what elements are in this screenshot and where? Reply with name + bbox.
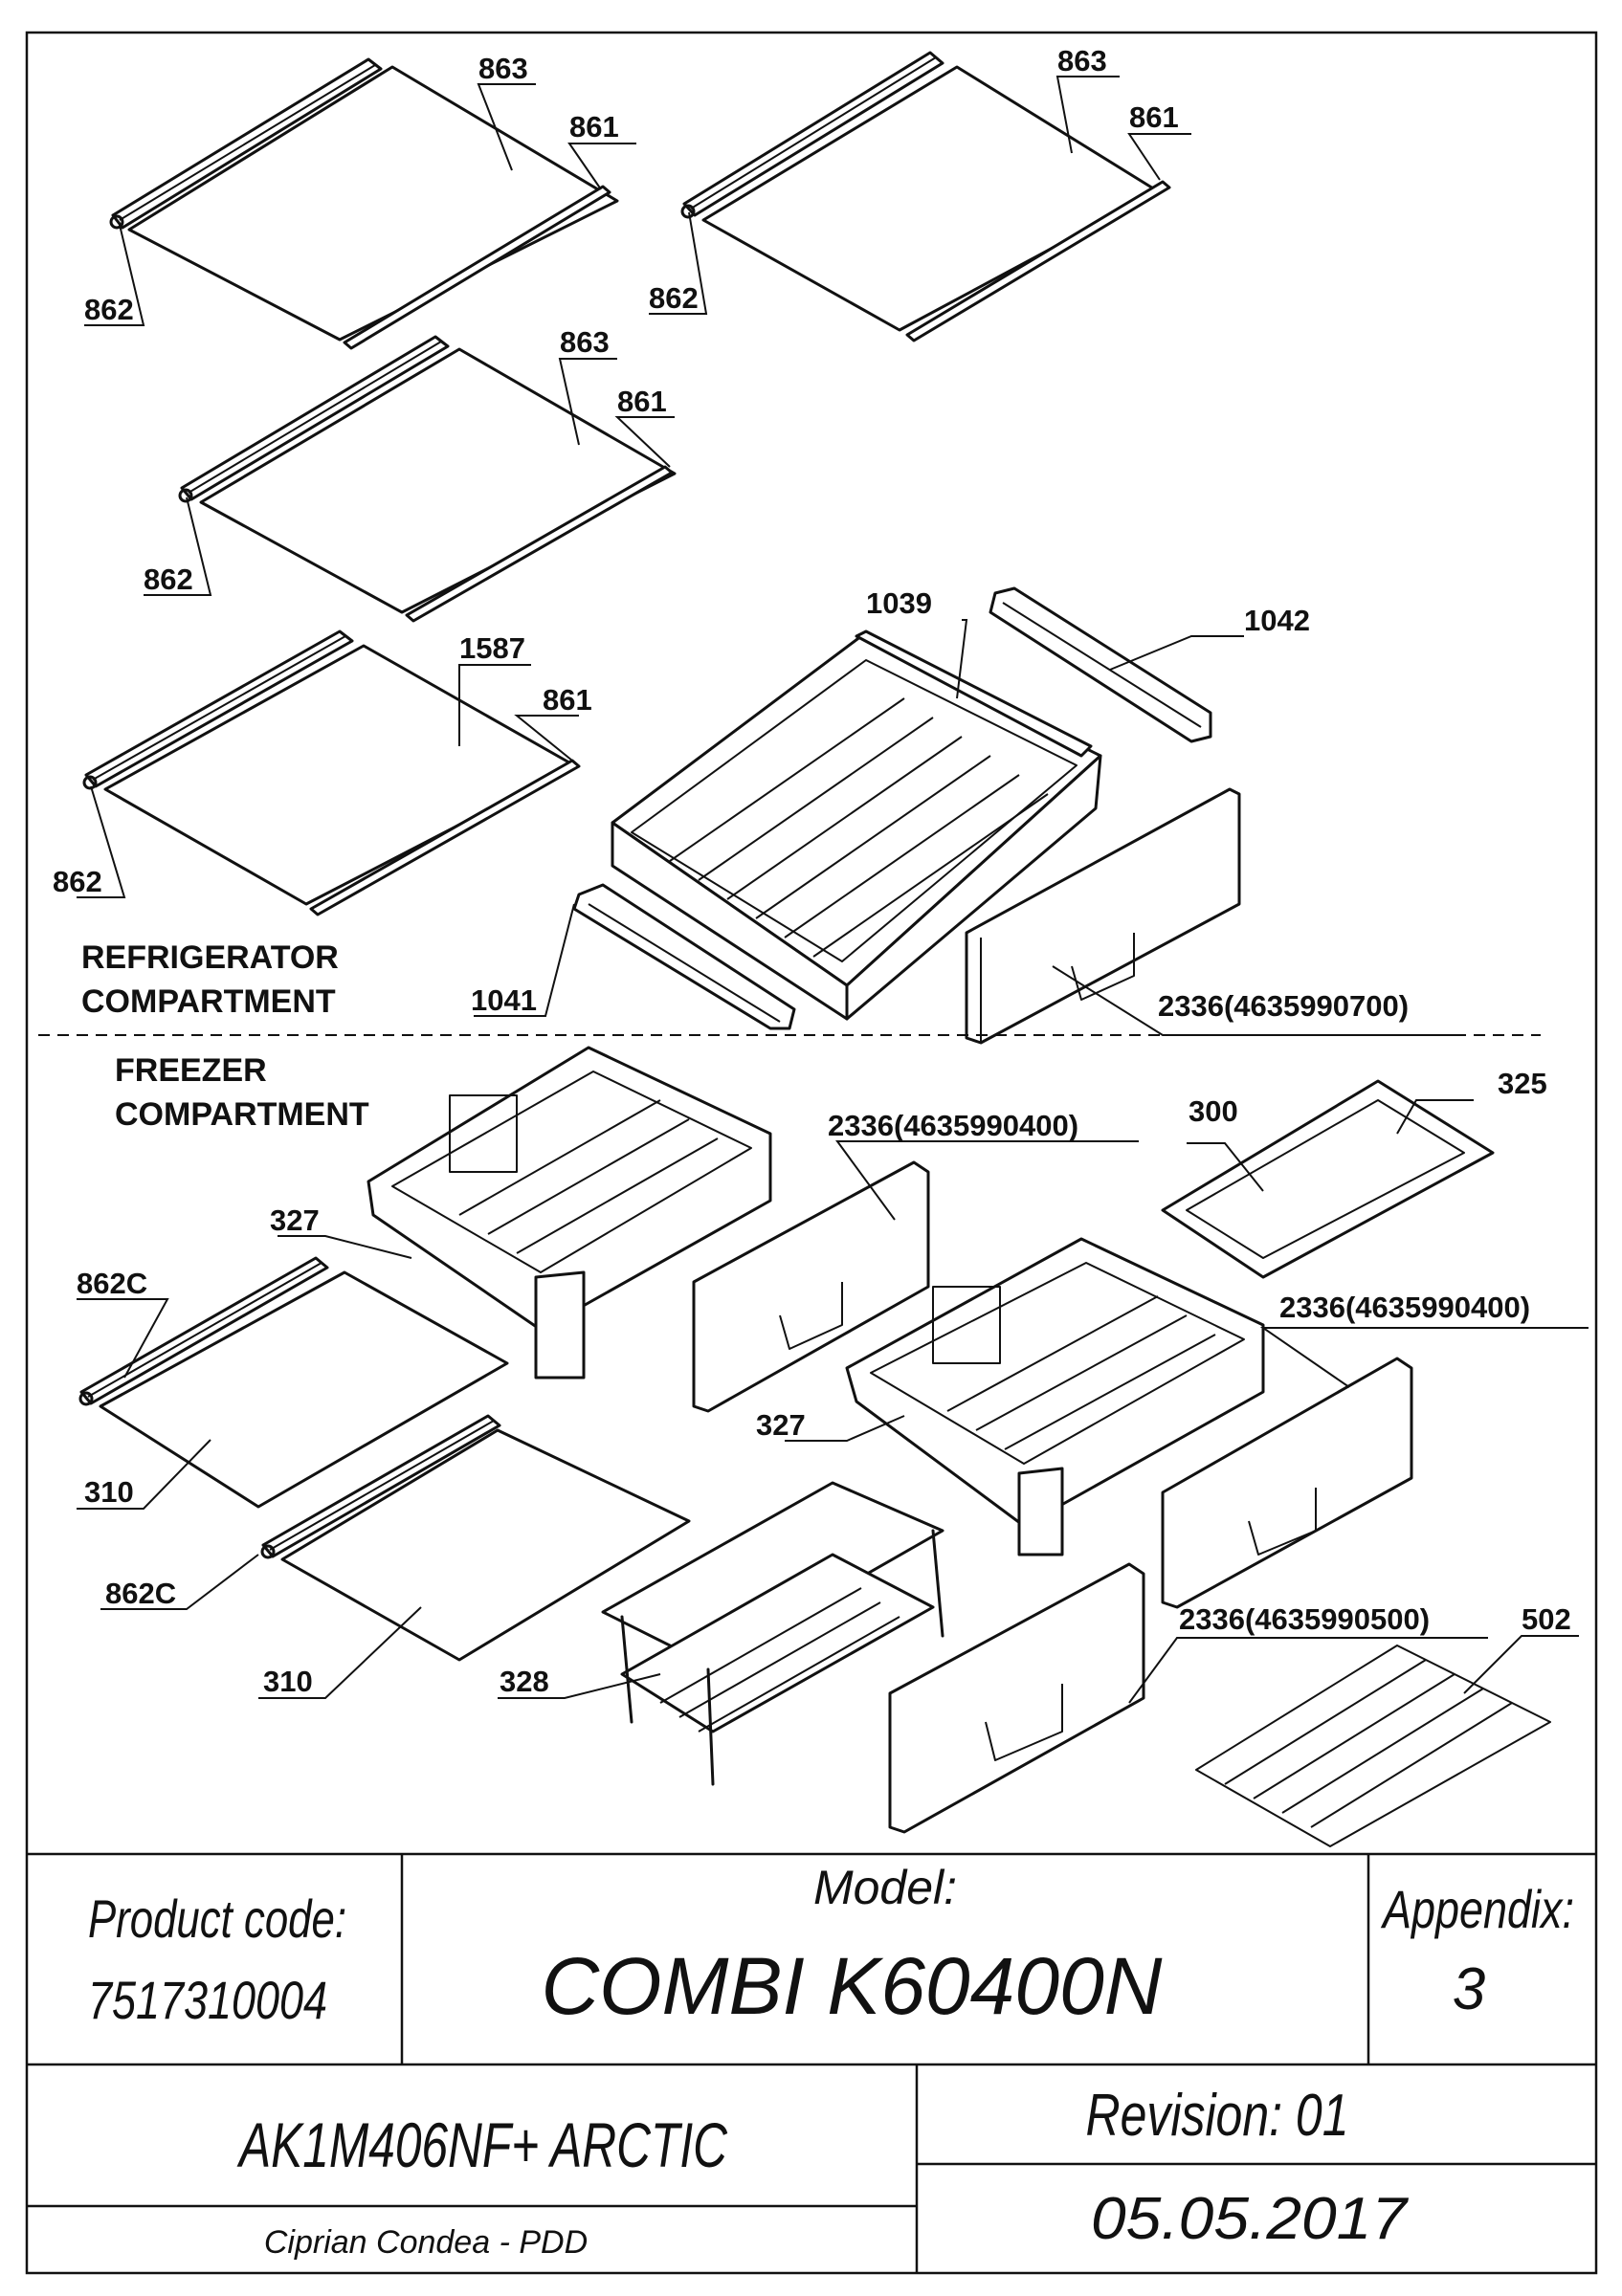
- callout-863-a: 863: [478, 52, 528, 85]
- freezer-bottom-basket: [601, 1481, 944, 1786]
- wire-shelf: [1195, 1645, 1551, 1847]
- freezer-label-line2: COMPARTMENT: [115, 1096, 369, 1133]
- appendix-value: 3: [1453, 1956, 1485, 2022]
- glass-shelf-3: [178, 335, 677, 623]
- callout-2336-400-b: 2336(4635990400): [1279, 1291, 1530, 1324]
- freezer-label-line1: FREEZER: [115, 1052, 267, 1089]
- freezer-bottom-front: [888, 1562, 1145, 1834]
- appendix-label: Appendix:: [1381, 1879, 1574, 1939]
- callout-325: 325: [1498, 1067, 1547, 1100]
- crisper-drawer: [611, 629, 1102, 1021]
- callout-1039: 1039: [866, 586, 932, 620]
- ice-tray: [1161, 1079, 1495, 1279]
- drawer-rail-left: [572, 883, 796, 1030]
- product-code-value: 7517310004: [88, 1970, 327, 2030]
- callout-328: 328: [500, 1665, 549, 1698]
- callout-327-b: 327: [756, 1408, 806, 1442]
- drawing-frame: [25, 31, 1598, 2275]
- title-block: Product code: 7517310004 Model: COMBI K6…: [27, 1852, 1596, 2273]
- freezer-basket-front-2: [1161, 1357, 1413, 1609]
- freezer-glass-shelf-2: [260, 1414, 691, 1662]
- freezer-basket-2: [845, 1237, 1265, 1556]
- refrigerator-label-line1: REFRIGERATOR: [81, 939, 339, 976]
- callout-327-a: 327: [270, 1203, 320, 1237]
- callout-862-b: 862: [649, 281, 699, 315]
- freezer-basket-front-1: [692, 1160, 930, 1413]
- callout-310-b: 310: [263, 1665, 313, 1698]
- callout-2336-400-a: 2336(4635990400): [828, 1109, 1078, 1142]
- callout-861-d: 861: [543, 683, 592, 717]
- callout-863-b: 863: [1057, 44, 1107, 77]
- author: Ciprian Condea - PDD: [264, 2224, 588, 2261]
- model-value: COMBI K60400N: [542, 1941, 1163, 2031]
- date: 05.05.2017: [1091, 2186, 1410, 2252]
- model-label: Model:: [813, 1861, 957, 1914]
- callout-862C-b: 862C: [105, 1577, 176, 1610]
- product-code-label: Product code:: [88, 1888, 346, 1949]
- callout-861-c: 861: [617, 385, 667, 418]
- freezer-basket-1: [367, 1046, 772, 1380]
- platform-name: AK1M406NF+ ARCTIC: [236, 2109, 728, 2180]
- callout-862-a: 862: [84, 293, 134, 326]
- callout-862C-a: 862C: [77, 1267, 147, 1300]
- glass-shelf-4: [82, 629, 581, 916]
- callout-863-c: 863: [560, 325, 610, 359]
- refrigerator-label-line2: COMPARTMENT: [81, 983, 336, 1020]
- callout-1587: 1587: [459, 631, 525, 665]
- glass-shelf-1: [109, 57, 619, 350]
- callout-300: 300: [1189, 1094, 1238, 1128]
- callout-861-a: 861: [569, 110, 619, 144]
- revision: Revision: 01: [1086, 2083, 1349, 2149]
- callout-861-b: 861: [1129, 100, 1179, 134]
- drawer-rail-right: [989, 586, 1212, 743]
- callout-leaders: [77, 76, 1589, 1704]
- callout-1041: 1041: [471, 983, 537, 1017]
- callout-2336-700: 2336(4635990700): [1158, 989, 1409, 1023]
- callout-862-d: 862: [53, 865, 102, 898]
- glass-shelf-2: [680, 51, 1171, 342]
- callout-310-a: 310: [84, 1475, 134, 1509]
- callout-2336-500: 2336(4635990500): [1179, 1602, 1430, 1636]
- callout-862-c: 862: [144, 563, 193, 596]
- callout-1042: 1042: [1244, 604, 1310, 637]
- callout-502: 502: [1522, 1602, 1571, 1636]
- callout-labels: 863 861 862 863 861 862 863 861 862 1587…: [53, 44, 1571, 1698]
- crisper-drawer-front: [965, 787, 1241, 1045]
